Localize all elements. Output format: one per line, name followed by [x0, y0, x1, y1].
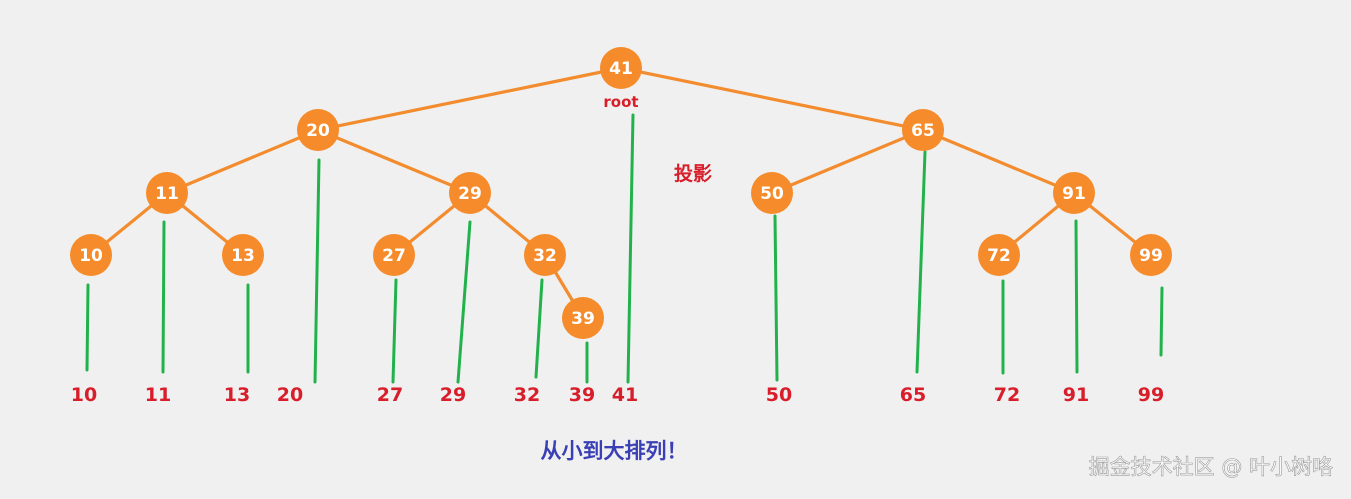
sorted-value-72: 72	[994, 384, 1020, 406]
projection-line-41	[626, 113, 635, 384]
projection-line-11	[161, 220, 166, 374]
projection-line-10	[85, 283, 90, 372]
projection-label: 投影	[674, 162, 712, 185]
tree-node-39	[562, 297, 604, 339]
tree-node-label-11: 11	[155, 184, 179, 204]
sorted-value-32: 32	[514, 384, 540, 406]
tree-node-13	[222, 234, 264, 276]
sorted-value-11: 11	[145, 384, 171, 406]
tree-node-50	[751, 172, 793, 214]
tree-node-20	[297, 109, 339, 151]
tree-node-99	[1130, 234, 1172, 276]
tree-node-91	[1053, 172, 1095, 214]
root-label: root	[603, 93, 638, 111]
sorted-value-10: 10	[71, 384, 97, 406]
tree-node-10	[70, 234, 112, 276]
tree-node-label-65: 65	[911, 121, 935, 141]
tree-edge-41-65	[619, 66, 925, 132]
tree-node-label-20: 20	[306, 121, 330, 141]
tree-edge-65-91	[921, 128, 1076, 195]
sorted-value-41: 41	[612, 384, 638, 406]
sorted-value-50: 50	[766, 384, 792, 406]
tree-node-label-72: 72	[987, 246, 1011, 266]
tree-node-29	[449, 172, 491, 214]
tree-node-label-29: 29	[458, 184, 482, 204]
tree-node-label-99: 99	[1139, 246, 1163, 266]
tree-node-65	[902, 109, 944, 151]
caption: 从小到大排列！	[541, 439, 688, 463]
tree-node-label-13: 13	[231, 246, 255, 266]
tree-node-label-27: 27	[382, 246, 406, 266]
tree-node-label-50: 50	[760, 184, 784, 204]
projection-line-29	[456, 220, 472, 384]
sorted-value-65: 65	[900, 384, 926, 406]
tree-node-41	[600, 47, 642, 89]
projection-line-20	[313, 158, 321, 384]
tree-node-32	[524, 234, 566, 276]
tree-node-label-41: 41	[609, 59, 633, 79]
tree-edge-41-20	[316, 66, 623, 132]
watermark: 掘金技术社区 @ 叶小树咯	[1089, 455, 1333, 479]
sorted-value-13: 13	[224, 384, 250, 406]
tree-node-11	[146, 172, 188, 214]
projection-line-32	[534, 278, 544, 379]
sorted-value-27: 27	[377, 384, 403, 406]
sorted-value-99: 99	[1138, 384, 1164, 406]
tree-edge-65-50	[770, 128, 925, 195]
sorted-value-29: 29	[440, 384, 466, 406]
tree-node-label-39: 39	[571, 309, 595, 329]
tree-node-72	[978, 234, 1020, 276]
tree-edge-20-29	[316, 128, 472, 195]
projection-line-27	[391, 278, 398, 384]
projection-line-91	[1074, 219, 1079, 374]
sorted-value-39: 39	[569, 384, 595, 406]
tree-node-label-91: 91	[1062, 184, 1086, 204]
tree-node-label-10: 10	[79, 246, 103, 266]
tree-node-label-32: 32	[533, 246, 557, 266]
sorted-value-91: 91	[1063, 384, 1089, 406]
projection-line-50	[773, 214, 779, 382]
tree-node-27	[373, 234, 415, 276]
sorted-value-20: 20	[277, 384, 303, 406]
projection-line-65	[915, 150, 927, 374]
tree-edge-20-11	[165, 128, 320, 195]
projection-line-99	[1159, 286, 1164, 357]
